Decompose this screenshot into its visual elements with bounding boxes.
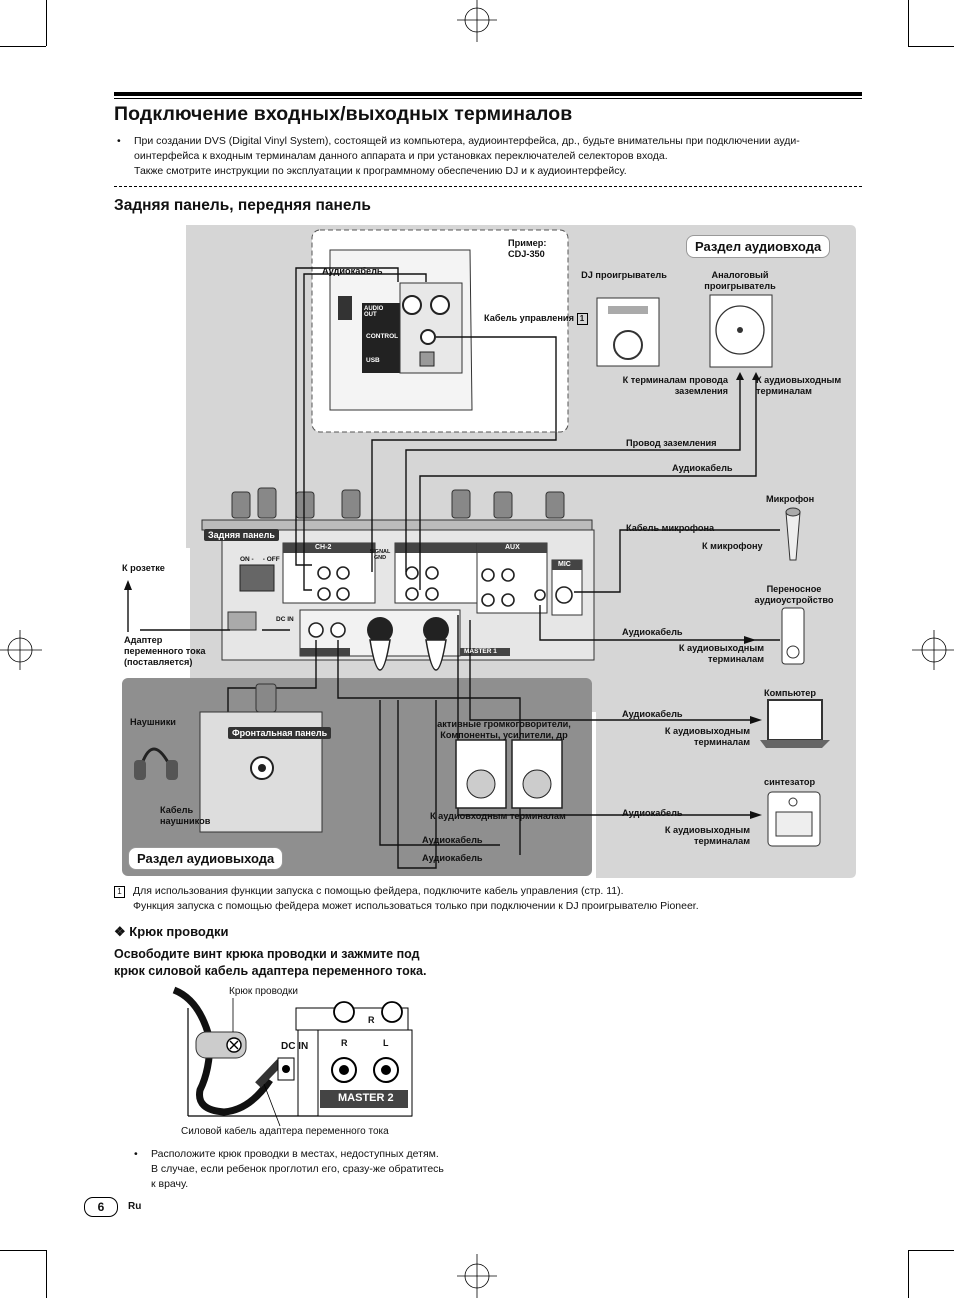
footnote-num: 1 [114, 886, 125, 898]
to-ground-label: К терминалам провода заземления [622, 375, 728, 396]
input-section-label: Раздел аудиовхода [686, 235, 831, 258]
cord-hook-instruction: Освободите винт крюка проводки и зажмите… [114, 946, 426, 980]
instruction-line-2: крюк силовой кабель адаптера переменного… [114, 964, 427, 978]
adapter-label: Адаптер переменного тока (поставляется) [124, 635, 206, 667]
l-label: L [383, 1038, 389, 1048]
dc-in-label: DC IN [276, 616, 294, 623]
registration-mark [457, 0, 497, 42]
audio-cable-4-label: Аудиокабель [622, 808, 683, 818]
to-audio-out-3-label: К аудиовыходным терминалам [664, 726, 750, 747]
portable-label: Переносное аудиоустройство [754, 584, 834, 605]
r-label: R [341, 1038, 348, 1048]
intro-bullet-text: При создании DVS (Digital Vinyl System),… [134, 134, 864, 179]
bottom-line-1: Расположите крюк проводки в местах, недо… [151, 1148, 439, 1160]
aux-label: AUX [505, 544, 520, 551]
rear-panel-label: Задняя панель [204, 529, 279, 541]
intro-line-3: Также смотрите инструкции по эксплуатаци… [134, 165, 627, 177]
dj-player-label: DJ проигрыватель [581, 270, 667, 280]
headphones-label: Наушники [130, 717, 176, 727]
connection-diagram [122, 225, 856, 878]
synth-label: синтезатор [764, 777, 816, 787]
crop-mark [46, 1250, 47, 1298]
language-code: Ru [128, 1201, 142, 1212]
title-rule-thin [114, 98, 862, 99]
intro-line-2: оинтерфейса к входным терминалам данного… [134, 150, 668, 162]
page-number: 6 [84, 1197, 118, 1217]
title-rule [114, 92, 862, 96]
master2-label: MASTER 2 [338, 1092, 394, 1104]
section-title: Задняя панель, передняя панель [114, 197, 371, 214]
audio-cable-2-label: Аудиокабель [622, 627, 683, 637]
footnote-line-1: Для использования функции запуска с помо… [133, 885, 624, 897]
heading-marker: ❖ [114, 924, 126, 939]
bottom-bullet-marker: • [134, 1148, 138, 1160]
control-cable-num: 1 [576, 313, 588, 325]
mic-cable-label: Кабель микрофона [626, 523, 715, 533]
example-label: Пример: CDJ-350 [508, 238, 546, 260]
instruction-line-1: Освободите винт крюка проводки и зажмите… [114, 947, 420, 961]
example-label-text: Пример: [508, 238, 547, 248]
audio-cable-1-label: Аудиокабель [672, 463, 733, 473]
ground-wire-label: Провод заземления [626, 438, 717, 448]
cord-hook-heading: ❖ Крюк проводки [114, 924, 228, 940]
audio-cable-3-label: Аудиокабель [622, 709, 683, 719]
to-outlet-label: К розетке [122, 563, 165, 573]
audio-cable-5-label: Аудиокабель [422, 835, 483, 845]
crop-mark [0, 1250, 46, 1251]
output-section-label: Раздел аудиовыхода [128, 847, 284, 870]
r-top-label: R [368, 1015, 375, 1025]
master1-label: MASTER 1 [464, 648, 497, 655]
to-audio-out-1-label: К аудиовыходным терминалам [756, 375, 842, 396]
page-title: Подключение входных/выходных терминалов [114, 103, 573, 125]
control-cable-text: Кабель управления [484, 313, 574, 323]
bottom-line-2: В случае, если ребенок проглотил его, ср… [151, 1163, 444, 1175]
intro-line-1: При создании DVS (Digital Vinyl System),… [134, 135, 800, 147]
front-panel-label: Фронтальная панель [228, 727, 332, 739]
registration-mark [912, 630, 954, 670]
crop-mark [908, 1250, 954, 1251]
crop-mark [14, 46, 15, 47]
power-cable-label: Силовой кабель адаптера переменного тока [181, 1126, 389, 1137]
section-divider [114, 186, 862, 187]
crop-mark [908, 0, 909, 46]
bottom-line-3: к врачу. [151, 1178, 189, 1190]
mic-panel-label: MIC [558, 561, 571, 568]
to-audio-out-4-label: К аудиовыходным терминалам [664, 825, 750, 846]
microphone-label: Микрофон [766, 494, 815, 504]
control-cable-label: Кабель управления 1 [484, 313, 588, 325]
to-mic-label: К микрофону [702, 541, 763, 551]
signal-gnd-label: SIGNAL GND [369, 549, 391, 561]
crop-mark [908, 46, 954, 47]
registration-mark [0, 630, 42, 670]
to-audio-out-2-label: К аудиовыходным терминалам [678, 643, 764, 664]
dc-in-label-2: DC IN [281, 1041, 309, 1052]
crop-mark [0, 46, 46, 47]
intro-bullet-marker: • [117, 135, 121, 147]
analog-player-label: Аналоговый проигрыватель [704, 270, 776, 291]
usb-label: USB [366, 357, 380, 364]
example-model: CDJ-350 [508, 249, 545, 259]
crop-mark [46, 0, 47, 46]
footnote-line-2: Функция запуска с помощью фейдера может … [133, 900, 699, 912]
crop-mark [908, 1250, 909, 1298]
audio-cable-6-label: Аудиокабель [422, 853, 483, 863]
computer-label: Компьютер [764, 688, 816, 698]
footnote: 1 Для использования функции запуска с по… [114, 884, 874, 914]
hook-label: Крюк проводки [229, 986, 298, 997]
registration-mark [457, 1254, 497, 1298]
ch2-label: CH-2 [315, 544, 332, 551]
speakers-label: активные громкоговорители, Компоненты, у… [437, 719, 571, 740]
bottom-bullet-text: Расположите крюк проводки в местах, недо… [151, 1147, 491, 1192]
audio-cable-top-label: Аудиокабель [322, 266, 383, 276]
control-label: CONTROL [366, 333, 399, 340]
headphone-cable-label: Кабель наушников [160, 805, 211, 826]
on-off-label: ON - - OFF [240, 556, 280, 563]
audio-out-label: AUDIO OUT [364, 306, 384, 318]
to-audio-in-label: К аудиовходным терминалам [430, 811, 566, 821]
heading-text: Крюк проводки [129, 924, 229, 939]
